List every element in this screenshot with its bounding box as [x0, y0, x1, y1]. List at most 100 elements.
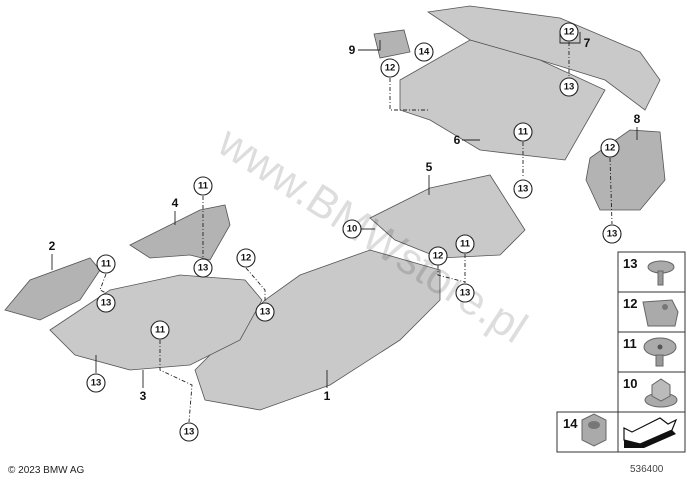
callout-number: 12 [385, 63, 396, 74]
callout-number: 13 [91, 378, 102, 389]
callout-circle [455, 234, 475, 254]
leader-line [358, 40, 381, 51]
leader-line [559, 32, 581, 44]
part-label-6: 6 [454, 133, 461, 147]
part-label-3: 3 [140, 389, 147, 403]
callout-13: 13 [455, 283, 475, 303]
callout-circle [559, 77, 579, 97]
part-label-1: 1 [324, 389, 331, 403]
part-label-5: 5 [426, 160, 433, 174]
part-label-9: 9 [349, 43, 356, 57]
callout-circle [179, 422, 199, 442]
callout-number: 11 [155, 325, 166, 336]
direction-arrow-icon [623, 417, 678, 448]
callout-11: 11 [96, 254, 116, 274]
callout-12: 12 [380, 58, 400, 78]
callout-circle [380, 58, 400, 78]
callout-circle [513, 179, 533, 199]
callout-13: 13 [513, 179, 533, 199]
callout-13: 13 [86, 373, 106, 393]
leader-lines [51, 32, 638, 388]
part-shapes [4, 5, 666, 411]
callout-circle [236, 248, 256, 268]
legend-label-10: 10 [623, 376, 637, 391]
callout-number: 11 [518, 127, 529, 138]
callout-number: 13 [260, 307, 271, 318]
callouts: 1214121311131213101211131113111312131113… [86, 22, 622, 442]
diagram-number: 536400 [630, 464, 664, 475]
callout-circle [414, 42, 434, 62]
callout-10: 10 [342, 219, 362, 239]
part-label-8: 8 [634, 112, 641, 126]
callout-circle [193, 176, 213, 196]
callout-number: 13 [460, 288, 471, 299]
dash-lines [99, 42, 613, 423]
callout-12: 12 [600, 138, 620, 158]
dash-line [99, 273, 107, 294]
callout-13: 13 [193, 258, 213, 278]
part-1-shape [194, 249, 441, 411]
callout-number: 11 [198, 181, 209, 192]
callout-number: 12 [564, 27, 575, 38]
part-5-shape [369, 174, 526, 259]
callout-circle [559, 22, 579, 42]
callout-number: 11 [460, 239, 471, 250]
callout-circle [513, 122, 533, 142]
callout-12: 12 [236, 248, 256, 268]
clip-nut-icon [642, 299, 679, 327]
callout-13: 13 [602, 224, 622, 244]
legend: 13 12 11 10 14 [556, 251, 686, 453]
callout-number: 13 [184, 427, 195, 438]
callout-circle [96, 293, 116, 313]
callout-number: 13 [198, 263, 209, 274]
callout-11: 11 [455, 234, 475, 254]
copyright-text: © 2023 BMW AG [8, 465, 85, 476]
collar-nut-icon [644, 378, 678, 408]
legend-label-12: 12 [623, 296, 637, 311]
legend-label-11: 11 [623, 336, 637, 351]
callout-number: 11 [101, 259, 112, 270]
callout-number: 13 [518, 184, 529, 195]
screw-icon [647, 260, 675, 286]
callout-circle [86, 373, 106, 393]
part-number-labels: 1 2 3 4 5 6 7 8 9 [49, 36, 641, 403]
callout-circle [428, 246, 448, 266]
callout-number: 12 [605, 143, 616, 154]
dash-line [609, 157, 613, 225]
callout-number: 14 [419, 47, 430, 58]
legend-label-14: 14 [563, 416, 578, 431]
callout-11: 11 [193, 176, 213, 196]
dash-line [437, 265, 466, 283]
callout-11: 11 [150, 320, 170, 340]
part-8-shape [585, 129, 666, 211]
dash-line [245, 267, 266, 302]
callout-circle [96, 254, 116, 274]
callout-circle [342, 219, 362, 239]
callout-circle [600, 138, 620, 158]
callout-11: 11 [513, 122, 533, 142]
part-6-shape [399, 39, 606, 161]
hex-nut-icon [581, 413, 607, 447]
callout-number: 13 [564, 82, 575, 93]
callout-number: 12 [433, 251, 444, 262]
part-label-2: 2 [49, 239, 56, 253]
legend-box-13 [617, 251, 686, 293]
callout-13: 13 [96, 293, 116, 313]
part-label-4: 4 [172, 196, 179, 210]
callout-circle [193, 258, 213, 278]
callout-12: 12 [559, 22, 579, 42]
legend-label-13: 13 [623, 256, 637, 271]
rivet-icon [643, 337, 677, 367]
callout-12: 12 [428, 246, 448, 266]
callout-number: 13 [101, 298, 112, 309]
callout-circle [150, 320, 170, 340]
callout-13: 13 [255, 302, 275, 322]
callout-number: 10 [347, 224, 358, 235]
callout-13: 13 [559, 77, 579, 97]
part-4-shape [129, 204, 231, 261]
callout-circle [602, 224, 622, 244]
dash-line [389, 78, 430, 111]
callout-14: 14 [414, 42, 434, 62]
